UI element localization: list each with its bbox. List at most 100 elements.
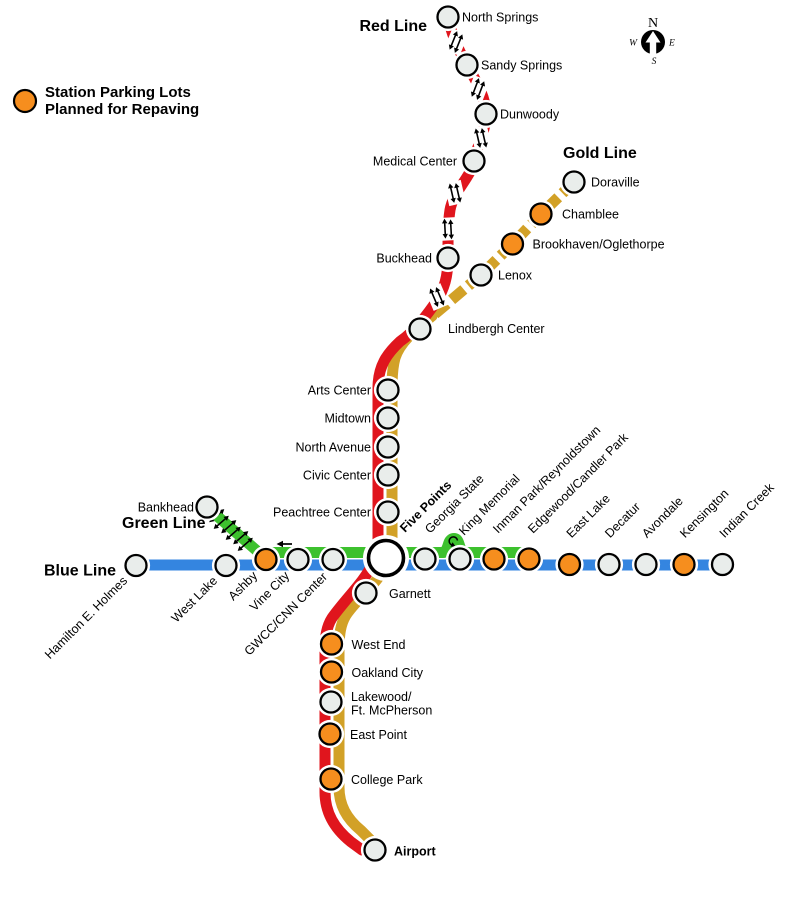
legend-text-line2: Planned for Repaving [45, 101, 199, 118]
turnback-arrow-icon [448, 536, 459, 547]
station-marker [376, 406, 400, 430]
station-label: Lenox [498, 269, 533, 283]
station-peachtree-center: Peachtree Center [273, 497, 403, 527]
station-label: Midtown [324, 412, 371, 426]
station-label: East Point [350, 728, 408, 742]
station-label: College Park [351, 773, 423, 787]
station-marker [634, 552, 658, 577]
station-dunwoody: Dunwoody [471, 99, 560, 129]
station-marker [462, 149, 486, 173]
compass-north-arrow-icon [645, 31, 661, 54]
red-line-label: Red Line [359, 18, 427, 35]
station-label: Buckhead [376, 252, 432, 266]
compass-rose: N W E S [629, 16, 675, 67]
station-marker [376, 378, 400, 402]
station-lindbergh-center: Lindbergh Center [405, 314, 545, 344]
station-marker [376, 435, 400, 459]
station-label: Chamblee [562, 208, 619, 222]
station-marker [474, 102, 498, 126]
station-label: Oakland City [352, 666, 424, 680]
station-marker [562, 170, 586, 194]
station-marker [366, 538, 406, 578]
track-symbols-layer [205, 27, 493, 554]
station-college-park: College Park [316, 764, 423, 794]
red-line-path [319, 11, 492, 856]
compass-north-label: N [648, 16, 658, 31]
station-marker [214, 553, 238, 578]
station-label: West Lake [169, 574, 221, 626]
gold-line-label: Gold Line [563, 145, 637, 162]
station-marker [195, 495, 219, 519]
station-brookhaven-oglethorpe: Brookhaven/Oglethorpe [498, 229, 665, 259]
repave-station-marker [529, 202, 553, 226]
station-label: West End [352, 638, 406, 652]
station-oakland-city: Oakland City [317, 657, 424, 687]
station-marker [710, 552, 735, 577]
repave-station-marker [319, 660, 344, 684]
station-label: Hamilton E. Holmes [42, 574, 130, 662]
blue-line-label: Blue Line [44, 563, 116, 580]
station-medical-center: Medical Center [373, 146, 489, 176]
station-label: Decatur [602, 500, 643, 541]
station-marker [413, 547, 437, 571]
station-label: North Avenue [295, 441, 371, 455]
station-sandy-springs: Sandy Springs [452, 50, 562, 80]
station-chamblee: Chamblee [526, 199, 619, 229]
station-label: Indian Creek [717, 480, 778, 541]
repave-station-marker [557, 552, 582, 577]
station-label: Bankhead [138, 501, 194, 515]
station-label: Doraville [591, 176, 640, 190]
repave-station-marker [254, 547, 278, 572]
station-label: Brookhaven/Oglethorpe [533, 238, 665, 252]
compass-east-label: E [668, 39, 675, 49]
lines-layer [130, 11, 731, 856]
station-marker [124, 553, 148, 578]
single-tracking-arrows-icon [438, 216, 458, 242]
compass-west-label: W [629, 39, 638, 49]
station-north-avenue: North Avenue [295, 432, 403, 462]
station-marker [408, 317, 432, 341]
repave-station-marker [482, 547, 506, 571]
legend-text-line1: Station Parking Lots [45, 84, 191, 101]
station-buckhead: Buckhead [376, 243, 463, 273]
station-arts-center: Arts Center [308, 375, 403, 405]
repave-station-marker [319, 767, 343, 791]
station-marker [376, 463, 400, 487]
line-labels-layer: Red Line Gold Line Green Line Blue Line [44, 18, 637, 580]
repave-station-marker [500, 232, 525, 256]
station-lakewood-ft-mcpherson: Lakewood/Ft. McPherson [316, 687, 432, 718]
station-label: Civic Center [303, 469, 371, 483]
gold-line-northeast-path [426, 178, 578, 323]
station-marker [363, 838, 387, 862]
green-line-label: Green Line [122, 515, 206, 532]
station-label: Lindbergh Center [448, 322, 545, 336]
station-marker [455, 53, 479, 77]
station-label: Sandy Springs [481, 59, 562, 73]
station-marker [597, 552, 621, 577]
compass-south-label: S [652, 57, 657, 67]
station-label: North Springs [462, 11, 538, 25]
station-east-point: East Point [315, 719, 408, 749]
station-bankhead: Bankhead [138, 492, 222, 522]
station-label: Peachtree Center [273, 506, 371, 520]
station-label: Lakewood/Ft. McPherson [351, 690, 432, 718]
legend: Station Parking Lots Planned for Repavin… [12, 84, 199, 118]
station-marker [319, 690, 343, 714]
station-label: Airport [394, 845, 437, 859]
station-label: Arts Center [308, 384, 371, 398]
station-lenox: Lenox [466, 260, 533, 290]
station-label: Medical Center [373, 155, 457, 169]
station-marker [436, 5, 460, 29]
repave-station-marker [672, 552, 696, 577]
station-label: Dunwoody [500, 108, 560, 122]
repave-station-marker [517, 547, 541, 571]
station-civic-center: Civic Center [303, 460, 403, 490]
westbound-arrow-icon [276, 540, 292, 548]
station-doraville: Doraville [559, 167, 640, 197]
station-marker [469, 263, 493, 287]
station-north-springs: North Springs [433, 2, 538, 32]
station-west-end: West End [317, 629, 406, 659]
station-marker [354, 581, 378, 605]
